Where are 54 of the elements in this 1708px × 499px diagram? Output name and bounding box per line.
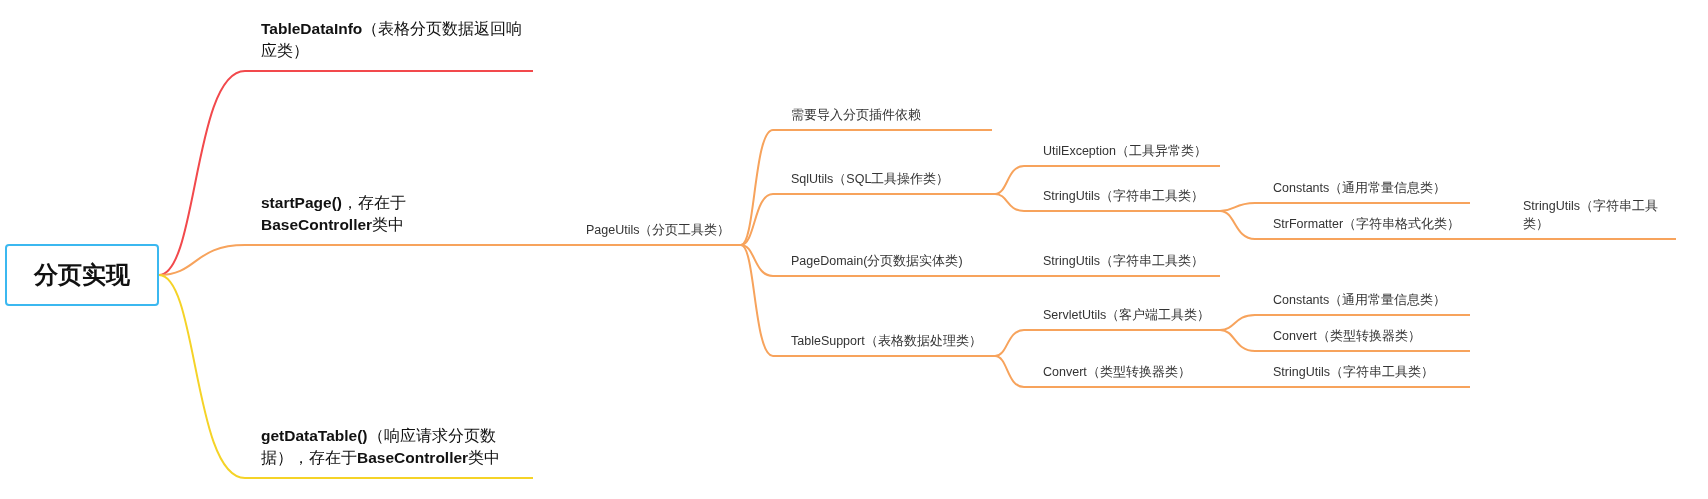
topic-label: Constants（通用常量信息类）: [1273, 292, 1448, 309]
branch-line: [158, 274, 246, 479]
topic-label: StringUtils（字符串工具类）: [1273, 364, 1435, 381]
branch-line: [994, 329, 1025, 357]
branch-line: [1219, 386, 1256, 388]
branch-line: [994, 355, 1025, 388]
topic-underline: [1024, 306, 1220, 331]
topic-underline: [1255, 291, 1470, 316]
branch-line: [740, 193, 774, 246]
branch-line: [1219, 329, 1256, 352]
branch-line: [994, 193, 1025, 212]
branch-line: [994, 275, 1025, 277]
branch-line: [459, 244, 541, 246]
branch-line: [740, 244, 774, 357]
topic-underline: [773, 252, 995, 277]
topic-label: ServletUtils（客户端工具类）: [1043, 307, 1212, 324]
topic-label: 需要导入分页插件依赖: [791, 107, 922, 124]
topic-label: getDataTable()（响应请求分页数据），存在于BaseController类中: [261, 426, 502, 468]
topic-underline: [1024, 187, 1220, 212]
topic-label: StringUtils（字符串工具类）: [1043, 188, 1205, 205]
topic-underline: [1255, 215, 1470, 240]
topic-label: TableDataInfo（表格分页数据返回响应类）: [261, 19, 523, 61]
topic-underline: [1255, 179, 1470, 204]
topic-label: Convert（类型转换器类）: [1043, 364, 1192, 381]
topic-underline: [1024, 252, 1220, 277]
branch-line: [1219, 210, 1256, 240]
branch-line: [740, 129, 774, 246]
topic-underline: [245, 425, 533, 479]
topic-underline: [1255, 363, 1470, 388]
topic-underline: [540, 221, 741, 246]
topic-underline: [1024, 142, 1220, 167]
topic-label: Convert（类型转换器类）: [1273, 328, 1422, 345]
topic-label: UtilException（工具异常类）: [1043, 143, 1208, 160]
topic-underline: [245, 18, 533, 72]
topic-label: startPage()，存在于BaseController类中: [261, 193, 407, 235]
root-topic-box: 分页实现: [5, 244, 159, 306]
topic-label: TableSupport（表格数据处理类）: [791, 333, 983, 350]
topic-underline: [245, 192, 460, 246]
branch-line: [994, 165, 1025, 195]
topic-underline: [773, 106, 992, 131]
topic-underline: [1500, 197, 1676, 240]
topic-label: PageUtils（分页工具类）: [586, 222, 732, 239]
topic-label: PageDomain(分页数据实体类): [791, 253, 964, 270]
topic-underline: [773, 170, 995, 195]
branch-line: [740, 244, 774, 277]
topic-underline: [1255, 327, 1470, 352]
topic-underline: [773, 332, 995, 357]
topic-label: SqlUtils（SQL工具操作类）: [791, 171, 951, 188]
topic-label: StringUtils（字符串工具类）: [1043, 253, 1205, 270]
topic-label: StrFormatter（字符串格式化类）: [1273, 216, 1462, 233]
topic-label: StringUtils（字符串工具类）: [1523, 198, 1659, 233]
branch-line: [1469, 238, 1501, 240]
topic-underline: [1024, 363, 1220, 388]
topic-label: Constants（通用常量信息类）: [1273, 180, 1448, 197]
